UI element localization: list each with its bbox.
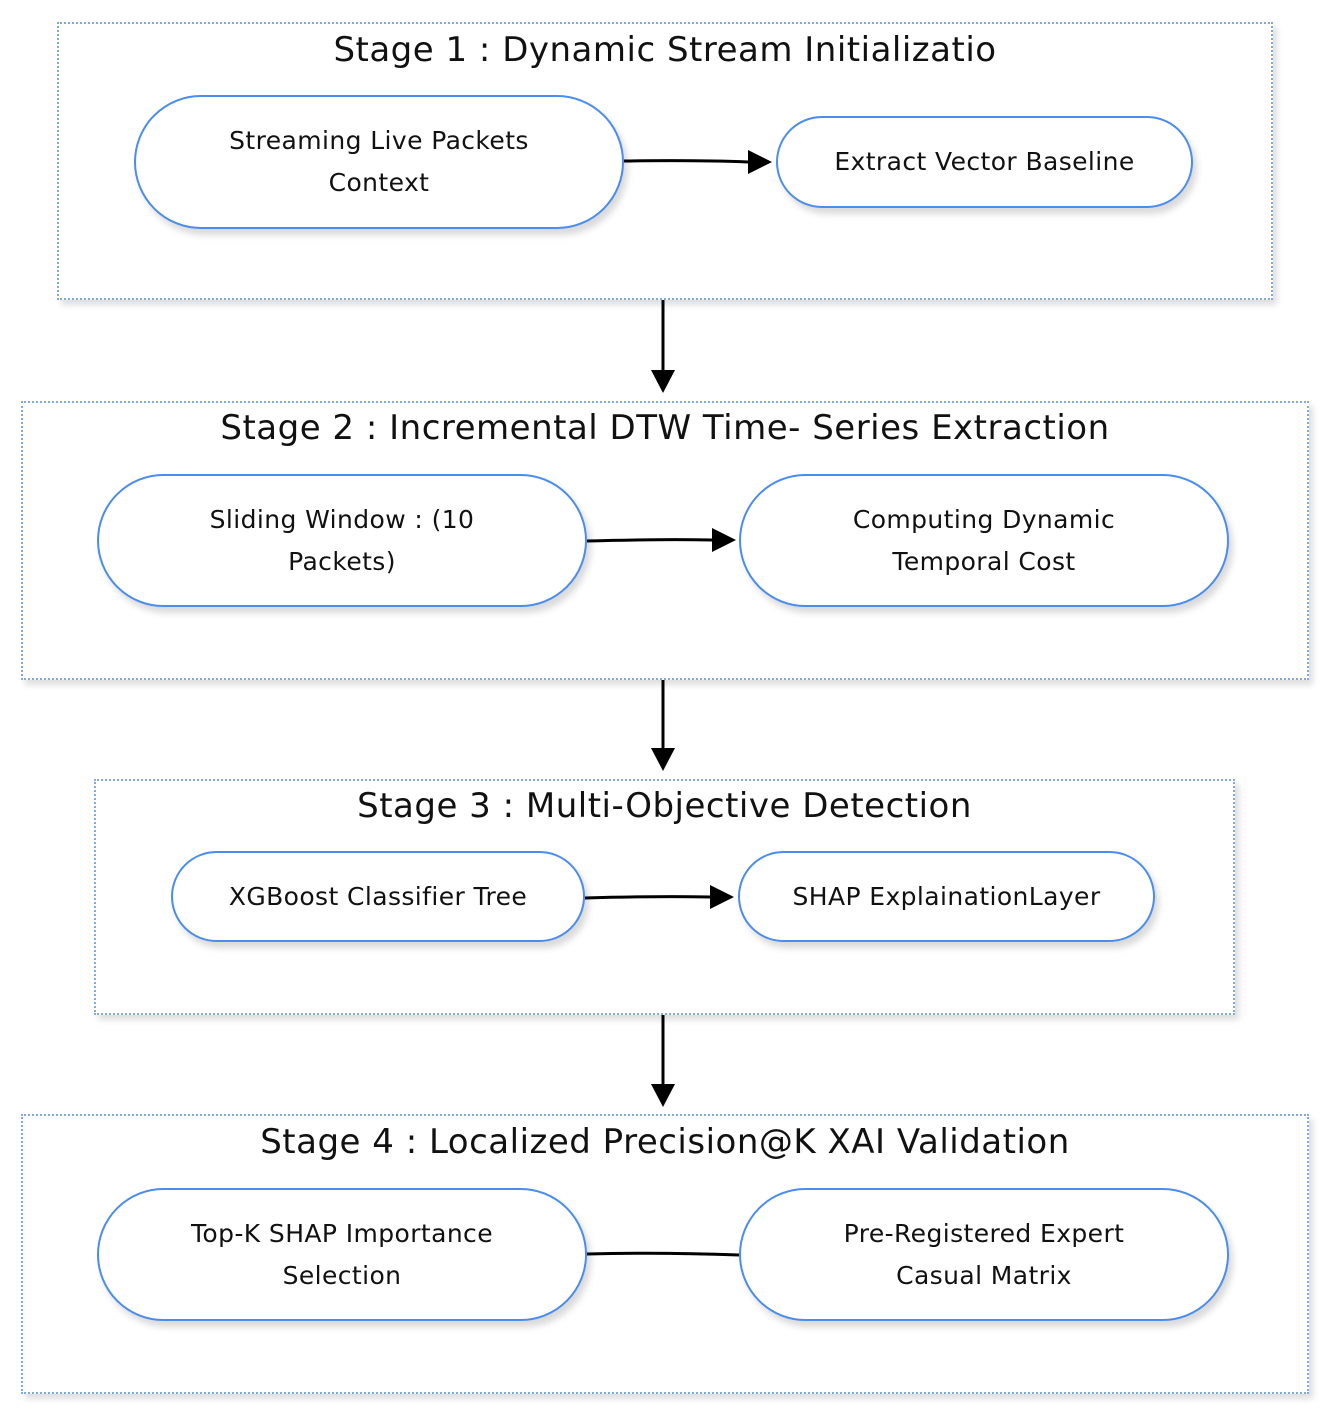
arrowhead-stage3-to-stage4 <box>651 1084 675 1107</box>
stage-3-title: Stage 3 : Multi-Objective Detection <box>357 786 972 826</box>
stage-1-title: Stage 1 : Dynamic Stream Initializatio <box>333 30 997 70</box>
node-computing-dynamic-temporal-cost: Computing Dynamic Temporal Cost <box>739 474 1229 607</box>
node-shap-explanation-layer: SHAP ExplainationLayer <box>738 851 1155 942</box>
arrowhead-stage1-to-stage2 <box>651 370 675 393</box>
stage-4-title: Stage 4 : Localized Precision@K XAI Vali… <box>260 1122 1070 1162</box>
node-streaming-live-packets: Streaming Live Packets Context <box>134 95 624 229</box>
arrowhead-stage2-to-stage3 <box>651 748 675 771</box>
node-sliding-window: Sliding Window : (10 Packets) <box>97 474 587 607</box>
node-pre-registered-expert-matrix: Pre-Registered Expert Casual Matrix <box>739 1188 1229 1321</box>
node-xgboost-classifier: XGBoost Classifier Tree <box>171 851 585 942</box>
node-extract-vector-baseline: Extract Vector Baseline <box>776 116 1193 208</box>
stage-2-title: Stage 2 : Incremental DTW Time- Series E… <box>220 408 1110 448</box>
node-top-k-shap-importance: Top-K SHAP Importance Selection <box>97 1188 587 1321</box>
